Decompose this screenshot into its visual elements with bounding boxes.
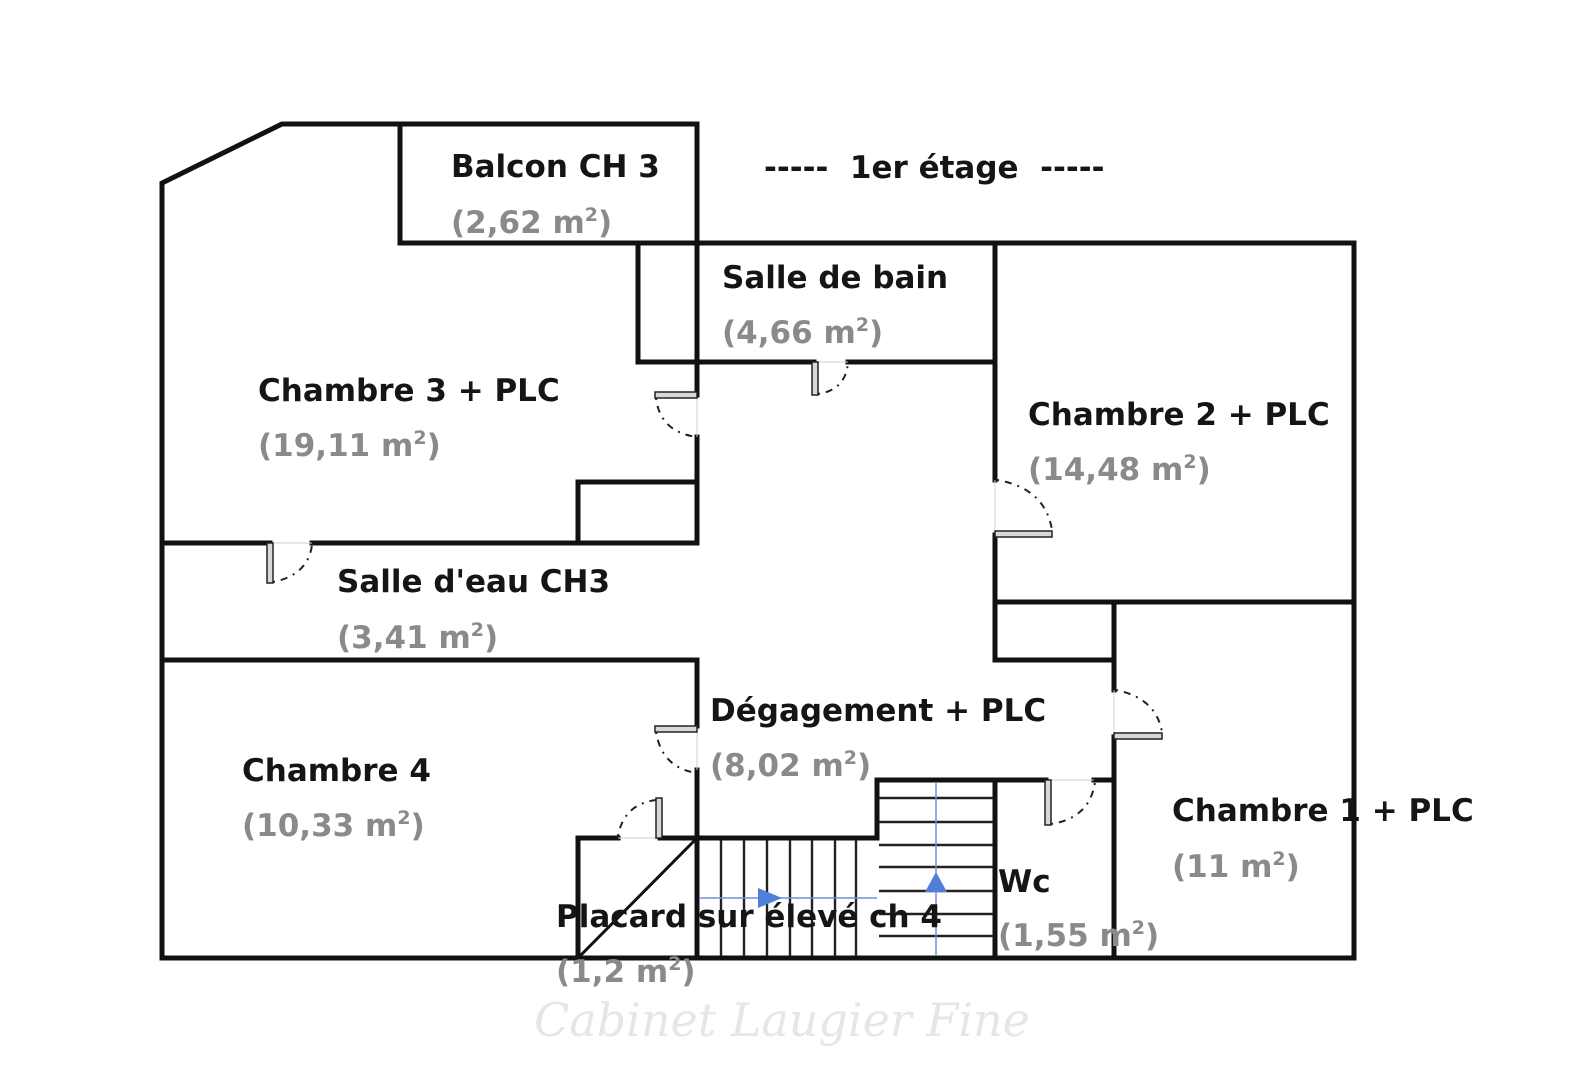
floor-title: ----- 1er étage ----- xyxy=(764,150,1105,186)
room-placard: Placard sur élevé ch 4 (1,2 m2) xyxy=(556,899,942,990)
room-balcon-ch3: Balcon CH 3 (2,62 m2) xyxy=(451,149,660,241)
room-chambre-3: Chambre 3 + PLC (19,11 m2) xyxy=(258,373,560,464)
door-chambre-1[interactable] xyxy=(1113,689,1163,740)
chambre4-wall-top xyxy=(159,657,700,729)
room-name: Chambre 3 + PLC xyxy=(258,373,560,409)
room-area: (3,41 m2) xyxy=(337,619,498,656)
room-area: (2,62 m2) xyxy=(451,204,612,241)
room-degagement: Dégagement + PLC (8,02 m2) xyxy=(710,693,1046,784)
room-name: Salle de bain xyxy=(722,260,948,296)
room-chambre-1: Chambre 1 + PLC (11 m2) xyxy=(1172,793,1474,885)
room-area: (19,11 m2) xyxy=(258,427,441,464)
room-area: (1,2 m2) xyxy=(556,953,696,990)
outer-wall-left xyxy=(159,121,700,961)
room-chambre-2: Chambre 2 + PLC (14,48 m2) xyxy=(1028,397,1330,488)
room-area: (8,02 m2) xyxy=(710,747,871,784)
staircase xyxy=(699,782,993,956)
stair-wall-top xyxy=(874,777,998,961)
stair-direction-arrow-icon xyxy=(758,888,782,908)
doors xyxy=(266,361,1163,839)
door-chambre-4[interactable] xyxy=(654,725,698,774)
room-salle-deau-ch3: Salle d'eau CH3 (3,41 m2) xyxy=(337,564,610,656)
balcony-wall xyxy=(397,121,1357,246)
room-salle-de-bain: Salle de bain (4,66 m2) xyxy=(722,260,948,351)
room-area: (4,66 m2) xyxy=(722,314,883,351)
walls xyxy=(159,121,1357,961)
door-salle-deau[interactable] xyxy=(266,542,313,584)
door-salle-de-bain[interactable] xyxy=(811,361,849,396)
room-name: Placard sur élevé ch 4 xyxy=(556,899,942,935)
chambre2-wall-left-lower xyxy=(992,532,1117,663)
room-name: Dégagement + PLC xyxy=(710,693,1046,729)
stair-direction-arrow-icon xyxy=(925,872,947,892)
room-name: Chambre 2 + PLC xyxy=(1028,397,1330,433)
door-chambre-2[interactable] xyxy=(994,479,1053,538)
room-area: (14,48 m2) xyxy=(1028,451,1211,488)
room-name: Chambre 4 xyxy=(242,753,431,789)
room-area: (10,33 m2) xyxy=(242,807,425,844)
room-chambre-4: Chambre 4 (10,33 m2) xyxy=(242,753,431,844)
bathroom-wall-left-closet xyxy=(635,240,817,365)
room-name: Wc xyxy=(998,864,1051,900)
room-area: (11 m2) xyxy=(1172,848,1300,885)
room-area: (1,55 m2) xyxy=(998,917,1159,954)
chambre3-closet xyxy=(575,479,700,546)
placard-diagonal xyxy=(576,836,699,960)
placard-wall xyxy=(575,835,621,961)
room-name: Balcon CH 3 xyxy=(451,149,660,185)
door-wc[interactable] xyxy=(1044,779,1096,826)
room-wc: Wc (1,55 m2) xyxy=(998,864,1159,954)
room-name: Chambre 1 + PLC xyxy=(1172,793,1474,829)
door-chambre-3[interactable] xyxy=(654,391,698,438)
door-placard[interactable] xyxy=(617,797,663,839)
room-name: Salle d'eau CH3 xyxy=(337,564,610,600)
watermark: Cabinet Laugier Fine xyxy=(534,993,1030,1047)
